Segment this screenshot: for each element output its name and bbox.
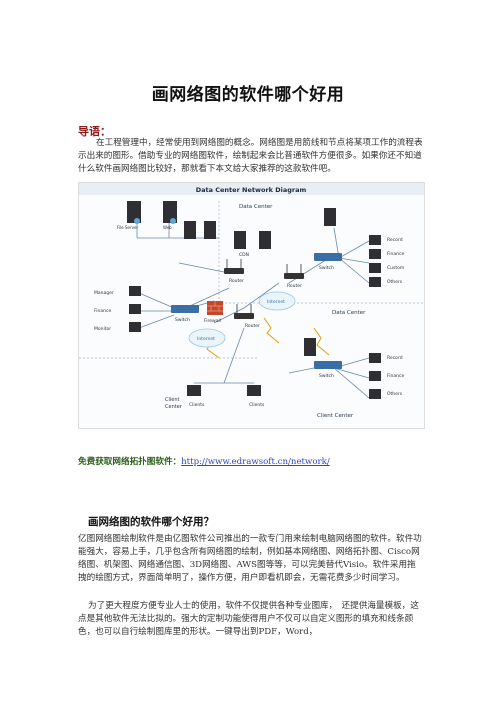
label-finance-bottom: Finance bbox=[387, 373, 404, 379]
label-data-center-top: Data Center bbox=[239, 204, 273, 210]
label-web: Web bbox=[163, 225, 172, 230]
network-diagram: Data Center Network Diagram Data Center … bbox=[79, 183, 424, 419]
label-cdn: CDN bbox=[239, 252, 249, 258]
label-switch-left: Switch bbox=[175, 317, 190, 323]
label-record-bottom: Record bbox=[387, 355, 403, 361]
label-internet-1: Internet bbox=[267, 299, 285, 305]
label-others-top: Others bbox=[387, 279, 403, 285]
label-clients-1: Clients bbox=[189, 402, 205, 408]
label-manager: Manager bbox=[94, 290, 114, 296]
download-label: 免费获取网络拓扑图软件： bbox=[78, 457, 182, 467]
label-router-3: Router bbox=[245, 323, 260, 329]
label-clients-2: Clients bbox=[249, 402, 265, 408]
label-internet-2: Internet bbox=[197, 336, 215, 342]
section-heading: 画网络图的软件哪个好用？ bbox=[88, 516, 214, 528]
label-client-center-right: Client Center bbox=[317, 413, 354, 419]
label-switch-top: Switch bbox=[319, 265, 334, 271]
download-link[interactable]: http://www.edrawsoft.cn/network/ bbox=[181, 457, 330, 467]
label-file-server: File Server bbox=[117, 225, 138, 230]
body-paragraph-2: 为了更大程度方便专业人士的使用，软件不仅提供各种专业图库， 还提供海量模板，这点… bbox=[78, 601, 419, 637]
label-router-2: Router bbox=[287, 283, 302, 289]
label-firewall: Firewall bbox=[204, 318, 221, 324]
intro-paragraph: 在工程管理中，经常使用到网络图的概念。网络图是用箭线和节点将某项工作的流程表示出… bbox=[78, 138, 423, 174]
label-data-center-right: Data Center bbox=[332, 310, 366, 316]
label-record-top: Record bbox=[387, 237, 403, 243]
svg-text:Center: Center bbox=[165, 404, 183, 410]
body-paragraph-1: 亿图网络图绘制软件是由亿图软件公司推出的一款专门用来绘制电脑网络图的软件。软件功… bbox=[78, 534, 422, 583]
label-router-1: Router bbox=[229, 278, 244, 284]
label-custom: Custom bbox=[387, 265, 404, 271]
label-switch-bottom: Switch bbox=[319, 373, 334, 379]
diagram-title: Data Center Network Diagram bbox=[196, 186, 307, 194]
network-diagram-figure: Data Center Network Diagram Data Center … bbox=[78, 182, 425, 429]
download-line: 免费获取网络拓扑图软件：http://www.edrawsoft.cn/netw… bbox=[78, 455, 330, 467]
guide-heading: 导语： bbox=[78, 125, 111, 138]
page-title: 画网络图的软件哪个好用 bbox=[151, 85, 345, 105]
label-monitor: Monitor bbox=[94, 326, 111, 332]
label-client-center-left: Client bbox=[165, 397, 180, 403]
label-finance-top: Finance bbox=[387, 251, 404, 257]
label-others-bottom: Others bbox=[387, 391, 403, 397]
label-finance-left: Finance bbox=[94, 308, 111, 314]
